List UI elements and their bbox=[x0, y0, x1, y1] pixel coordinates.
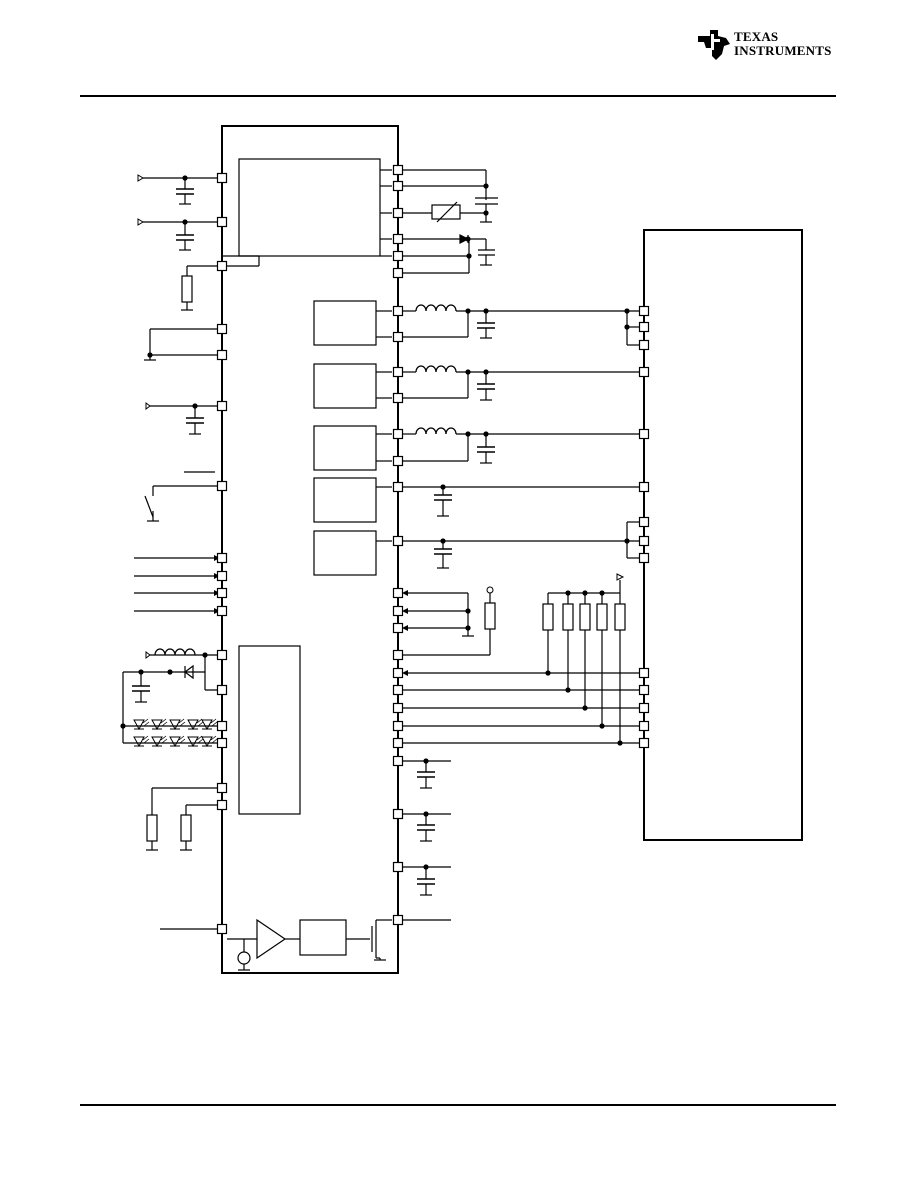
inductor-icon bbox=[415, 304, 457, 312]
ldo-block-2 bbox=[313, 530, 377, 576]
capacitor-icon bbox=[185, 417, 205, 424]
buck-block-3 bbox=[313, 425, 377, 471]
main-ic bbox=[221, 125, 399, 974]
capacitor-icon bbox=[175, 234, 195, 241]
capacitor-icon bbox=[416, 771, 436, 778]
brand-line-2: Instruments bbox=[734, 43, 832, 58]
capacitor-icon bbox=[416, 824, 436, 831]
capacitor-icon bbox=[476, 322, 496, 329]
capacitor-icon bbox=[175, 188, 195, 195]
buck-block-2 bbox=[313, 363, 377, 409]
diode-icon bbox=[184, 664, 194, 680]
led-string bbox=[133, 718, 218, 747]
buck-block-1 bbox=[313, 300, 377, 346]
brand-line-1: Texas bbox=[734, 29, 779, 44]
brand-name: Texas Instruments bbox=[734, 30, 832, 58]
capacitor-icon bbox=[476, 446, 496, 453]
header-rule bbox=[80, 95, 836, 97]
logic-block bbox=[299, 919, 347, 956]
charger-block bbox=[238, 158, 381, 257]
led-driver-block bbox=[238, 645, 301, 815]
capacitor-icon bbox=[433, 494, 453, 501]
inductor-icon bbox=[415, 427, 457, 435]
inductor-icon bbox=[415, 365, 457, 373]
inductor-icon bbox=[154, 648, 196, 656]
ldo-block-1 bbox=[313, 477, 377, 523]
processor-block bbox=[643, 229, 803, 841]
ti-logo-icon bbox=[698, 30, 730, 60]
capacitor-icon bbox=[476, 383, 496, 390]
capacitor-icon bbox=[416, 878, 436, 885]
footer-rule bbox=[80, 1104, 836, 1106]
capacitor-icon bbox=[131, 685, 151, 692]
capacitor-icon bbox=[433, 548, 453, 555]
